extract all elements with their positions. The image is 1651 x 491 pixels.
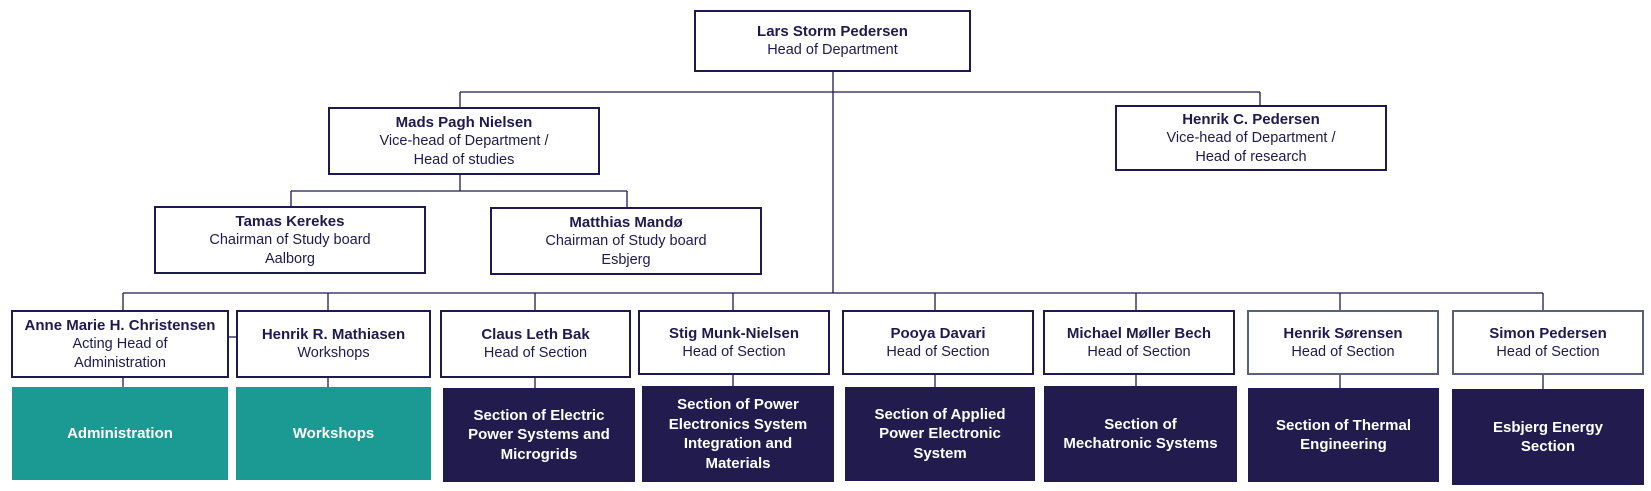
- section-label: Power Electronic: [879, 425, 1001, 443]
- person-name: Henrik C. Pedersen: [1182, 110, 1320, 128]
- person-name: Pooya Davari: [890, 324, 986, 342]
- unit-head-box: Henrik R. Mathiasen Workshops: [236, 310, 431, 378]
- person-role: Workshops: [297, 345, 370, 361]
- person-role: Head of Section: [1087, 343, 1191, 360]
- section-esbjerg-energy: Esbjerg Energy Section: [1452, 389, 1644, 485]
- person-name: Mads Pagh Nielsen: [395, 113, 533, 131]
- person-name: Henrik R. Mathiasen: [261, 326, 406, 343]
- section-administration: Administration: [12, 387, 228, 480]
- person-role: Vice-head of Department /: [379, 132, 549, 149]
- person-role: Head of Section: [682, 343, 786, 360]
- study-board-esbjerg-box: Matthias Mandø Chairman of Study board E…: [490, 207, 762, 275]
- section-label: Mechatronic Systems: [1063, 435, 1218, 452]
- person-role: Head of Section: [1496, 343, 1600, 360]
- vice-head-studies-box: Mads Pagh Nielsen Vice-head of Departmen…: [328, 107, 600, 175]
- unit-head-box: Michael Møller Bech Head of Section: [1043, 310, 1235, 375]
- section-label: Section of: [1104, 415, 1177, 433]
- unit-head-box: Anne Marie H. Christensen Acting Head of…: [11, 310, 229, 378]
- section-label: Engineering: [1300, 436, 1387, 453]
- section-label: Microgrids: [500, 445, 578, 463]
- person-role: Head of Section: [886, 343, 990, 360]
- section-label: System: [913, 444, 967, 462]
- section-thermal-engineering: Section of Thermal Engineering: [1248, 388, 1439, 482]
- person-name: Henrik Sørensen: [1283, 324, 1403, 342]
- person-role: Chairman of Study board: [209, 231, 371, 248]
- section-label: Workshops: [292, 424, 375, 442]
- unit-head-box: Henrik Sørensen Head of Section: [1247, 310, 1439, 375]
- section-label: Electronics System: [668, 415, 808, 433]
- person-role: Acting Head of: [72, 335, 168, 352]
- unit-head-box: Simon Pedersen Head of Section: [1452, 310, 1644, 375]
- person-name: Stig Munk-Nielsen: [668, 324, 799, 342]
- section-workshops: Workshops: [236, 387, 431, 480]
- section-label: Section of Power: [677, 396, 799, 413]
- person-role: Aalborg: [265, 250, 315, 267]
- person-role: Esbjerg: [601, 251, 651, 268]
- person-name: Lars Storm Pedersen: [757, 23, 908, 40]
- person-role: Head of Section: [1291, 343, 1395, 360]
- study-board-aalborg-box: Tamas Kerekes Chairman of Study board Aa…: [154, 206, 426, 274]
- person-role: Chairman of Study board: [545, 232, 707, 249]
- person-role: Head of studies: [413, 151, 515, 168]
- section-label: Section of Electric: [473, 406, 605, 424]
- person-role: Head of research: [1195, 148, 1307, 165]
- section-label: Materials: [705, 454, 771, 472]
- section-electric-power-systems: Section of Electric Power Systems and Mi…: [443, 388, 635, 482]
- section-label: Section of Thermal: [1275, 416, 1412, 434]
- section-label: Administration: [67, 424, 173, 442]
- person-role: Head of Section: [483, 345, 588, 361]
- person-name: Michael Møller Bech: [1066, 324, 1212, 342]
- section-applied-power-electronic: Section of Applied Power Electronic Syst…: [845, 387, 1035, 481]
- section-power-electronics-integration: Section of Power Electronics System Inte…: [642, 386, 834, 482]
- unit-head-box: Claus Leth Bak Head of Section: [440, 310, 631, 378]
- person-name: Matthias Mandø: [569, 213, 683, 231]
- head-of-department-box: Lars Storm Pedersen Head of Department: [694, 10, 971, 72]
- unit-head-box: Pooya Davari Head of Section: [842, 310, 1034, 375]
- person-name: Tamas Kerekes: [235, 212, 345, 230]
- section-mechatronic-systems: Section of Mechatronic Systems: [1044, 386, 1237, 482]
- person-name: Anne Marie H. Christensen: [24, 316, 216, 334]
- section-label: Section of Applied: [874, 405, 1006, 423]
- person-role: Head of Department: [767, 42, 898, 58]
- unit-head-box: Stig Munk-Nielsen Head of Section: [638, 310, 830, 375]
- section-label: Power Systems and: [468, 426, 610, 444]
- section-label: Section: [1520, 438, 1576, 455]
- person-role: Vice-head of Department /: [1166, 129, 1336, 146]
- person-name: Simon Pedersen: [1489, 324, 1607, 342]
- person-name: Claus Leth Bak: [481, 326, 590, 343]
- section-label: Integration and: [683, 435, 793, 452]
- section-label: Esbjerg Energy: [1492, 418, 1604, 436]
- person-role: Administration: [74, 354, 166, 371]
- vice-head-research-box: Henrik C. Pedersen Vice-head of Departme…: [1115, 105, 1387, 171]
